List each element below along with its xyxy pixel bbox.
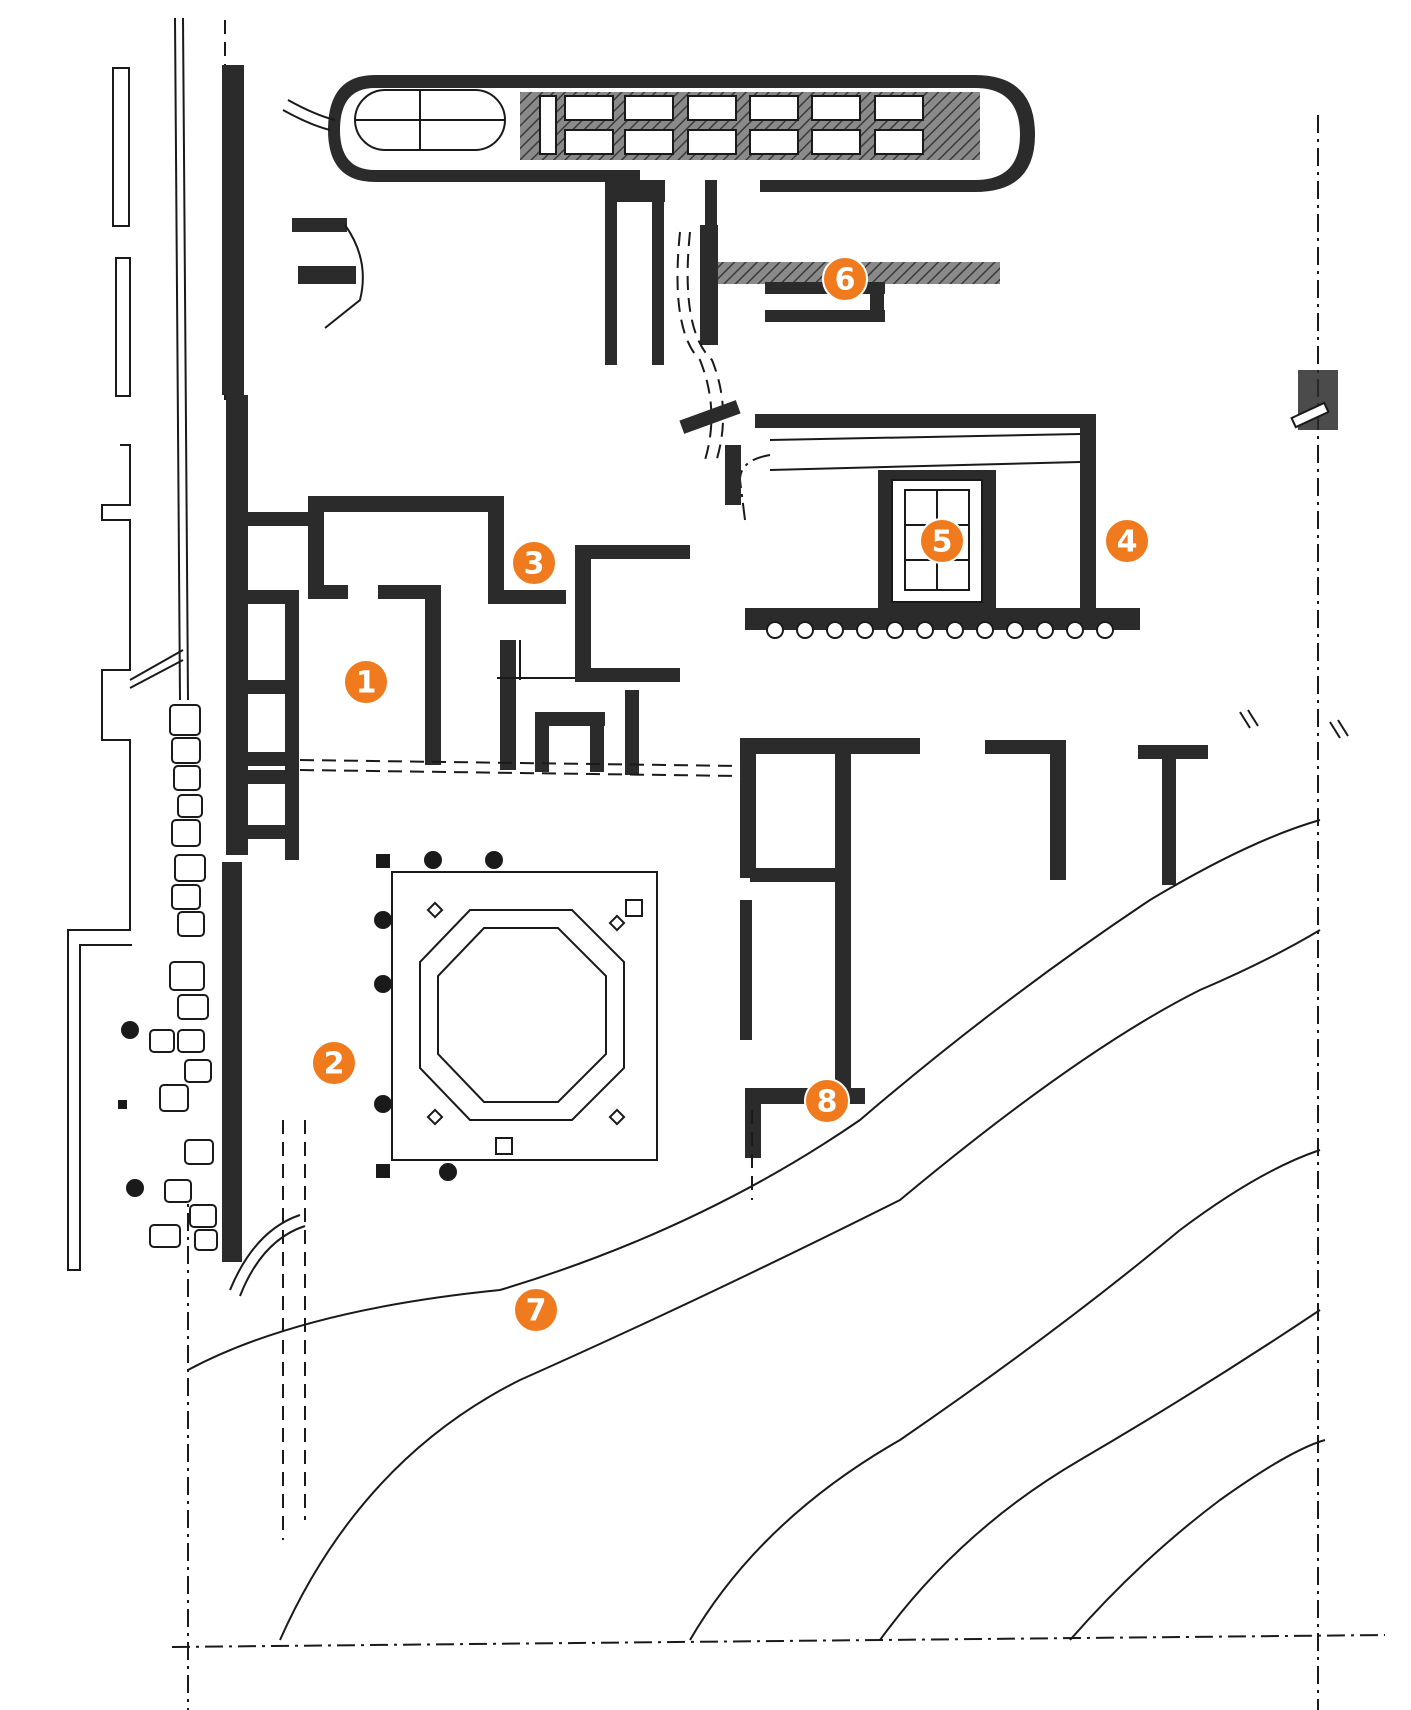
marker-circle-2 [311, 1040, 357, 1086]
marker-circle-1 [343, 659, 389, 705]
marker-circle-5 [919, 518, 965, 564]
rubble-stones [149, 704, 218, 1251]
marker-circle-7 [513, 1287, 559, 1333]
east-hall-building [679, 400, 1140, 639]
northwest-fragments [292, 218, 364, 329]
marker-7: 7 [513, 1287, 559, 1333]
marker-3: 3 [511, 540, 557, 586]
marker-label-1: 1 [356, 666, 377, 701]
marker-label-8: 8 [817, 1085, 838, 1120]
western-wall [222, 65, 306, 1297]
right-edge-details [1239, 370, 1349, 739]
marker-6: 6 [822, 256, 868, 302]
marker-label-5: 5 [932, 525, 953, 560]
marker-4: 4 [1104, 518, 1150, 564]
marker-label-6: 6 [835, 263, 856, 298]
marker-1: 1 [343, 659, 389, 705]
marker-label-2: 2 [324, 1047, 345, 1082]
central-rooms [240, 496, 741, 860]
marker-circle-4 [1104, 518, 1150, 564]
marker-label-7: 7 [526, 1294, 547, 1329]
marker-label-4: 4 [1117, 525, 1138, 560]
column-bases-left [118, 1021, 144, 1197]
marker-circle-8 [804, 1078, 850, 1124]
peristyle-court [374, 851, 658, 1181]
marker-circle-6 [822, 256, 868, 302]
marker-circle-3 [511, 540, 557, 586]
marker-5: 5 [919, 518, 965, 564]
southeast-rooms [740, 738, 1208, 1200]
numbered-markers: 1 2 3 4 5 6 7 8 [311, 256, 1150, 1333]
north-baths-building [282, 75, 1035, 463]
roadside-strip [67, 17, 189, 1271]
contour-lines [187, 819, 1326, 1641]
marker-2: 2 [311, 1040, 357, 1086]
marker-8: 8 [804, 1078, 850, 1124]
marker-label-3: 3 [524, 547, 545, 582]
